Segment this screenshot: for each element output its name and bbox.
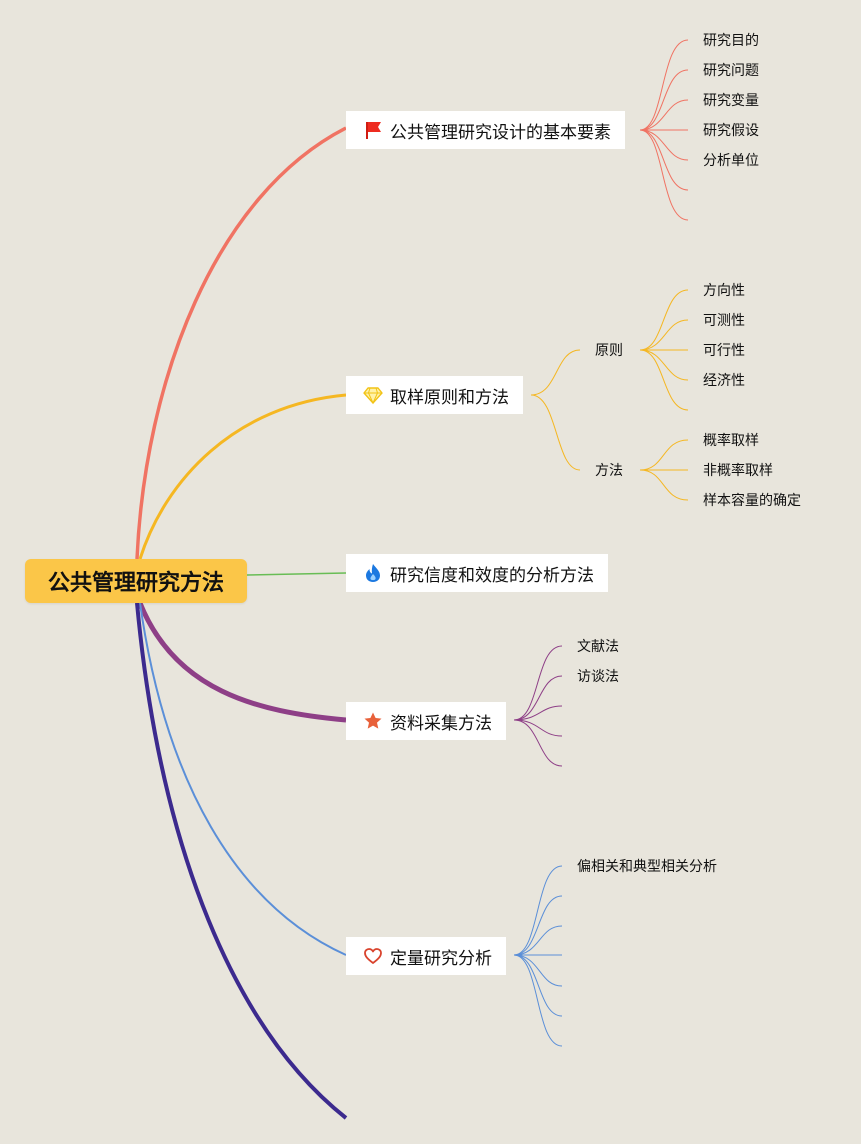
heart-icon	[362, 945, 384, 967]
collection-leaf-lines	[513, 645, 563, 767]
topic-reliability-validity[interactable]: 研究信度和效度的分析方法	[346, 554, 608, 592]
leaf-research-purpose[interactable]: 研究目的	[703, 33, 759, 49]
leaf-feasibility[interactable]: 可行性	[703, 343, 745, 359]
leaf-probability-sampling[interactable]: 概率取样	[703, 433, 759, 449]
red-flag-icon	[362, 119, 384, 141]
leaf-analysis-unit[interactable]: 分析单位	[703, 153, 759, 169]
topic-label: 研究信度和效度的分析方法	[390, 565, 594, 586]
topic-label: 资料采集方法	[390, 713, 492, 734]
topic-research-design[interactable]: 公共管理研究设计的基本要素	[346, 111, 625, 149]
leaf-partial-canonical-correlation[interactable]: 偏相关和典型相关分析	[577, 859, 717, 875]
topic-label: 公共管理研究设计的基本要素	[390, 122, 611, 143]
subtopic-principle[interactable]: 原则	[595, 343, 623, 359]
topic-sampling[interactable]: 取样原则和方法	[346, 376, 523, 414]
branch-line-extra	[135, 602, 348, 1120]
branch-line-collection	[137, 602, 347, 723]
topic-label: 定量研究分析	[390, 948, 492, 969]
leaf-research-variable[interactable]: 研究变量	[703, 93, 759, 109]
branch-line-sampling	[138, 393, 347, 560]
leaf-sample-size[interactable]: 样本容量的确定	[703, 493, 801, 509]
diamond-icon	[362, 384, 384, 406]
branch-line-reliability	[246, 572, 347, 576]
root-topic[interactable]: 公共管理研究方法	[25, 559, 247, 603]
leaf-measurability[interactable]: 可测性	[703, 313, 745, 329]
leaf-directionality[interactable]: 方向性	[703, 283, 745, 299]
design-leaf-lines	[639, 39, 689, 221]
branch-line-design	[135, 126, 347, 560]
leaf-research-question[interactable]: 研究问题	[703, 63, 759, 79]
branch-line-quantitative	[139, 602, 347, 956]
topic-data-collection[interactable]: 资料采集方法	[346, 702, 506, 740]
quantitative-leaf-lines	[513, 865, 563, 1047]
leaf-non-probability-sampling[interactable]: 非概率取样	[703, 463, 773, 479]
topic-label: 取样原则和方法	[390, 387, 509, 408]
sampling-lines	[530, 289, 689, 501]
leaf-literature-method[interactable]: 文献法	[577, 639, 619, 655]
subtopic-method[interactable]: 方法	[595, 463, 623, 479]
topic-quantitative-analysis[interactable]: 定量研究分析	[346, 937, 506, 975]
leaf-interview-method[interactable]: 访谈法	[577, 669, 619, 685]
root-topic-label: 公共管理研究方法	[47, 571, 224, 596]
flame-icon	[362, 562, 384, 584]
star-icon	[362, 710, 384, 732]
leaf-economy[interactable]: 经济性	[703, 373, 745, 389]
leaf-research-hypothesis[interactable]: 研究假设	[703, 123, 759, 139]
